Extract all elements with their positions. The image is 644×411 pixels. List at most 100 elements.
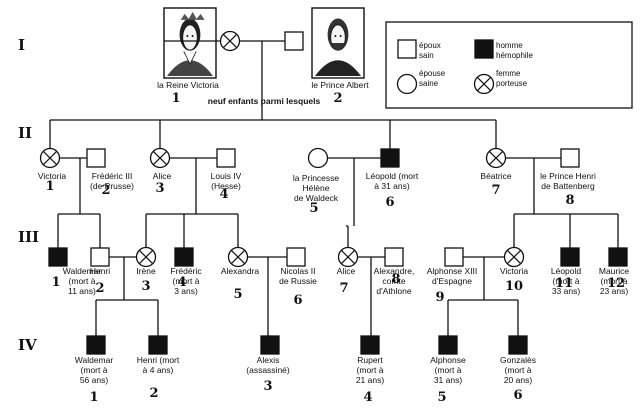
- portrait-prince-albert: [311, 7, 365, 79]
- person-g3-maurice: Maurice(mort à23 ans)12: [599, 247, 630, 296]
- portrait-queen-victoria: [163, 7, 217, 79]
- person-name: la Princesse: [293, 173, 340, 183]
- person-number: 5: [309, 201, 318, 216]
- person-name: Alexandre,: [374, 266, 415, 276]
- person-name: Frédéric: [170, 266, 202, 276]
- person-g2-frederic: Frédéric III(de Prusse)2: [86, 148, 134, 198]
- person-name: Frédéric III: [92, 171, 133, 181]
- person-number: 6: [293, 293, 302, 308]
- person-number: 4: [177, 275, 186, 290]
- person-name: Léopold (mort: [366, 171, 419, 181]
- generation-label-i: I: [18, 36, 25, 54]
- person-name: Alexis: [257, 355, 280, 365]
- person-number: 6: [385, 195, 394, 210]
- person-name: Henri (mort: [137, 355, 180, 365]
- healthy-female-symbol: [396, 73, 418, 95]
- person-name: le Prince Henri: [540, 171, 596, 181]
- person-name: de Waldeck: [294, 193, 339, 203]
- person-name: 33 ans): [552, 286, 581, 296]
- person-number: 1: [51, 275, 60, 290]
- person-name: (assassiné): [246, 365, 290, 375]
- person-name: Nicolas II: [281, 266, 316, 276]
- person-g3-leopold: Léopold(mort à33 ans)11: [551, 247, 581, 296]
- person-name: Waldemar: [63, 266, 102, 276]
- person-name: Victoria: [38, 171, 66, 181]
- affected-male-symbol: [260, 335, 280, 355]
- person-name: Alphonse: [430, 355, 466, 365]
- person-number: 1: [89, 390, 98, 405]
- person-g4-rupert: Rupert(mort à21 ans)4: [356, 335, 385, 405]
- carrier-cross-mark: [506, 249, 522, 265]
- person-g3-waldemar: Waldemar(mort à11 ans)1: [48, 247, 102, 296]
- person-number: 2: [95, 281, 104, 296]
- person-name: la Reine Victoria: [157, 80, 219, 90]
- person-number: 3: [263, 379, 272, 394]
- healthy-male-symbol: [560, 148, 580, 168]
- person-name: 23 ans): [600, 286, 629, 296]
- person-name: d'Athlone: [376, 286, 411, 296]
- person-name: 20 ans): [504, 375, 533, 385]
- healthy-male-symbol: [397, 39, 417, 59]
- person-name: Gonzalès: [500, 355, 536, 365]
- person-g4-alexis: Alexis(assassiné) 3: [246, 335, 290, 394]
- person-name: Maurice: [599, 266, 630, 276]
- person-name: comte: [382, 276, 405, 286]
- person-name: Alexandra: [221, 266, 260, 276]
- carrier-cross-mark: [42, 150, 58, 166]
- carrier-cross-mark: [222, 33, 238, 49]
- carrier-cross-mark: [488, 150, 504, 166]
- carrier-cross-mark: [138, 249, 154, 265]
- person-number: 2: [101, 183, 110, 198]
- affected-male-symbol: [608, 247, 628, 267]
- person-name: 56 ans): [80, 375, 109, 385]
- person-name: Alice: [337, 266, 356, 276]
- person-name: d'Espagne: [432, 276, 472, 286]
- healthy-male-symbol: [284, 31, 304, 51]
- person-number: 2: [149, 386, 158, 401]
- person-name: Louis IV: [211, 171, 242, 181]
- person-number: 8: [391, 272, 400, 287]
- person-name: 3 ans): [174, 286, 198, 296]
- person-name: (mort à: [357, 365, 384, 375]
- person-name: (de Prusse): [90, 181, 134, 191]
- person-name: Rupert: [357, 355, 383, 365]
- person-g2-louis: Louis IV(Hesse)4: [211, 148, 242, 202]
- person-name: Hélène: [303, 183, 330, 193]
- healthy-male-symbol: [86, 148, 106, 168]
- children-caption: neuf enfants parmi lesquels: [208, 96, 321, 106]
- person-name: Henri: [90, 266, 110, 276]
- person-name: (mort à: [505, 365, 532, 375]
- person-number: 10: [505, 279, 523, 294]
- person-name: 21 ans): [356, 375, 385, 385]
- person-name: 11 ans): [68, 286, 96, 296]
- person-name: Alphonse XIII: [427, 266, 478, 276]
- person-name: Waldemar: [75, 355, 114, 365]
- person-number: 8: [565, 193, 574, 208]
- person-name: (mort à: [81, 365, 108, 375]
- person-number: 1: [171, 91, 180, 106]
- person-name: (mort à: [435, 365, 462, 375]
- healthy-male-symbol: [90, 247, 110, 267]
- person-name: Béatrice: [480, 171, 511, 181]
- person-name: 31 ans): [434, 375, 463, 385]
- healthy-male-symbol: [216, 148, 236, 168]
- affected-male-symbol: [438, 335, 458, 355]
- affected-male-symbol: [148, 335, 168, 355]
- affected-male-symbol: [474, 39, 494, 59]
- person-name: à 31 ans): [374, 181, 410, 191]
- affected-male-symbol: [86, 335, 106, 355]
- person-g3-henri: Henri 2: [90, 247, 110, 296]
